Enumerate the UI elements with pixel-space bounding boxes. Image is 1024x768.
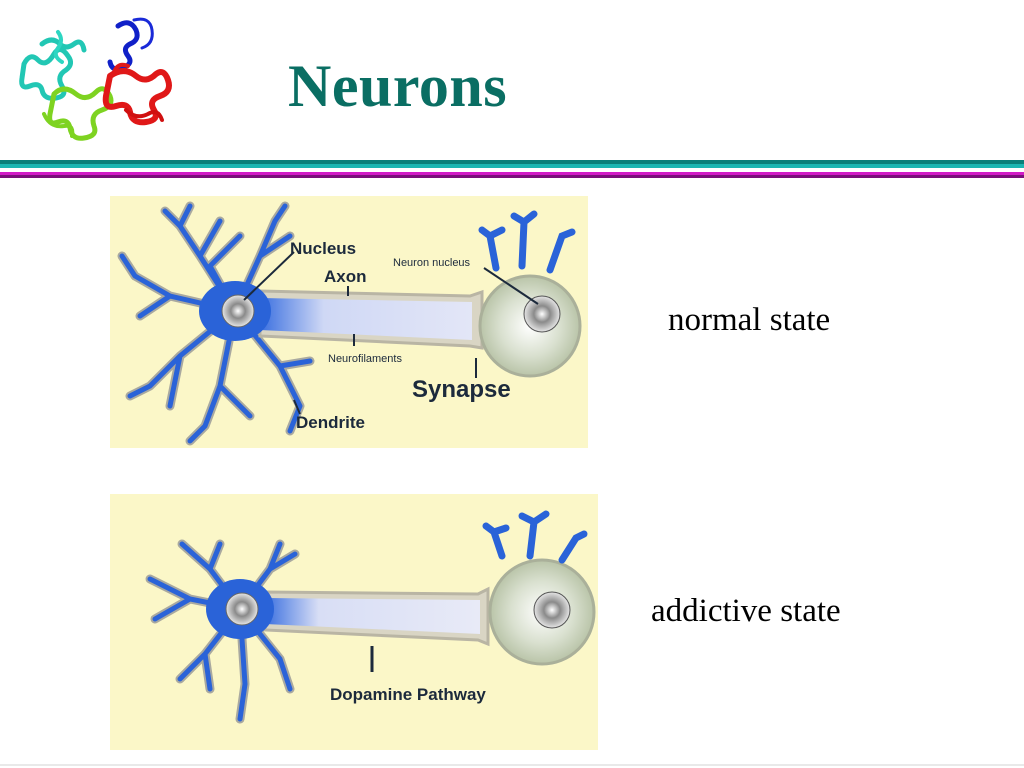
synapse-label: Synapse: [412, 376, 511, 403]
protein-structure-logo: [14, 14, 174, 154]
dendrite-label: Dendrite: [296, 413, 365, 432]
slide-title: Neurons: [288, 53, 508, 119]
dopamine-pathway-label: Dopamine Pathway: [330, 685, 486, 704]
title-divider-purple: [0, 175, 1024, 178]
title-divider-magenta: [0, 172, 1024, 175]
addictive-neuron-illustration: Dopamine Pathway: [110, 494, 598, 750]
title-divider-teal-light: [0, 164, 1024, 168]
addictive-state-caption: addictive state: [651, 593, 841, 629]
neuron-nucleus-label: Neuron nucleus: [393, 257, 471, 269]
nucleus-label: Nucleus: [290, 239, 357, 258]
neurofilaments-label: Neurofilaments: [328, 353, 402, 365]
normal-neuron-illustration: Nucleus Axon Neuron nucleus Neurofilamen…: [110, 196, 588, 448]
footer-divider: [0, 764, 1024, 766]
normal-state-caption: normal state: [668, 302, 831, 338]
axon-label: Axon: [324, 267, 367, 286]
title-divider-teal: [0, 160, 1024, 164]
